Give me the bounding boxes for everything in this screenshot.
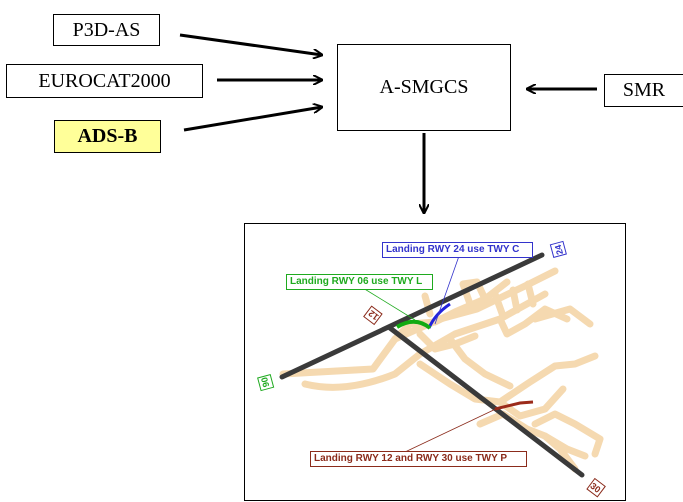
eurocat2000-box: EUROCAT2000 [6,64,203,98]
arrow-p3d-to-asmgcs [179,33,322,55]
leader-line-rwy24 [434,255,460,325]
p3d-as-box: P3D-AS [53,14,160,46]
a-smgcs-label: A-SMGCS [379,76,469,98]
taxiway-network [279,267,604,473]
airport-map-canvas: 06 24 12 30 [257,240,606,498]
runway-label-06: 06 [257,374,275,392]
leader-line-rwy06 [362,287,416,321]
runway-30-text: 30 [588,481,602,495]
airport-map-display: 06 24 12 30 Landing RWY 24 use TWY C Lan… [244,223,626,501]
runway-12-text: 12 [367,308,381,322]
smr-label: SMR [622,79,666,101]
eurocat2000-label: EUROCAT2000 [38,69,171,92]
runway-06-24 [279,252,545,380]
runway-label-12: 12 [363,305,383,326]
runway-label-30: 30 [586,477,606,498]
runway-12-30 [387,325,585,478]
taxi-route-twy-p [494,400,534,411]
ads-b-label: ADS-B [77,125,138,147]
ads-b-box: ADS-B [54,120,161,153]
arrow-adsb-to-asmgcs [183,107,322,132]
callout-landing-rwy-12-30: Landing RWY 12 and RWY 30 use TWY P [310,451,527,467]
callout-landing-rwy-24: Landing RWY 24 use TWY C [382,242,533,258]
callout-landing-rwy-06: Landing RWY 06 use TWY L [286,274,433,290]
runway-label-24: 24 [549,240,567,258]
runway-06-text: 06 [259,376,271,388]
p3d-as-label: P3D-AS [72,18,141,41]
a-smgcs-box: A-SMGCS [337,44,511,131]
leader-line-rwy12 [404,406,501,453]
smr-box: SMR [604,74,683,107]
runways [279,252,585,478]
taxi-route-twy-l [395,319,432,330]
runway-24-text: 24 [553,244,565,256]
